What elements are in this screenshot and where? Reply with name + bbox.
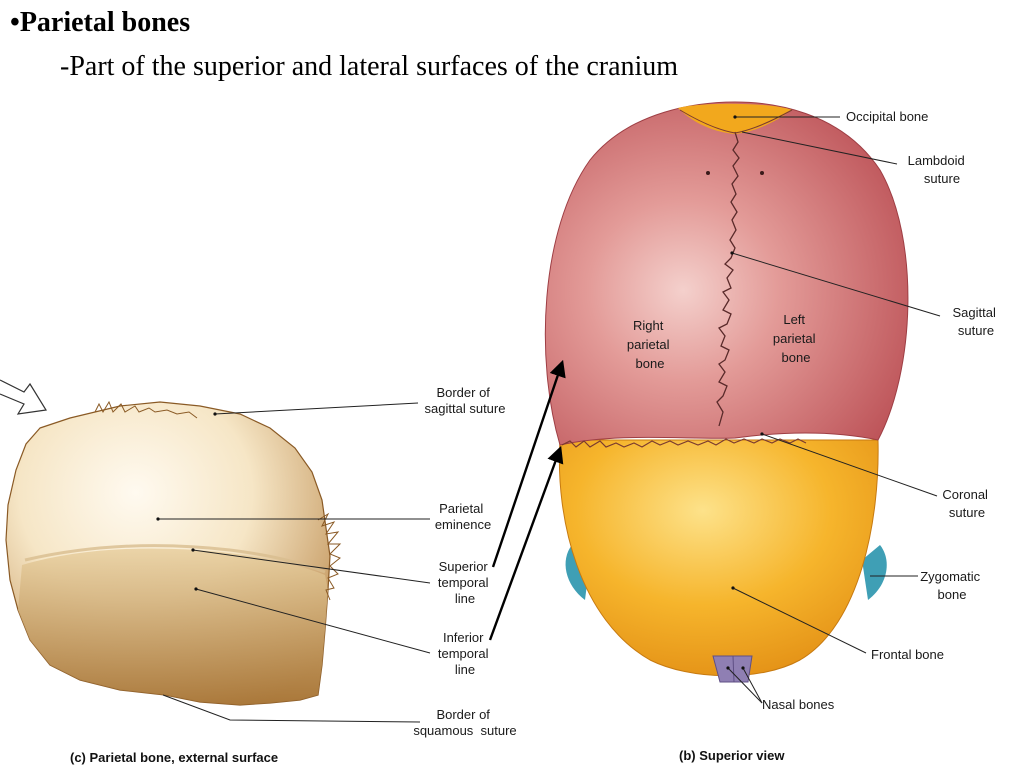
title-text: Parietal bones (19, 7, 191, 38)
leader-border-sagittal (214, 402, 419, 415)
left-figure-caption: (c) Parietal bone, external surface (70, 750, 278, 765)
parietal-foramen-right (760, 171, 764, 175)
label-coronal-line-1: Coronal (942, 487, 988, 502)
label-zygomatic-line-1: Zygomatic (920, 569, 980, 584)
leader-inferior-temporal (195, 588, 431, 654)
leader-dot-coronal (760, 432, 764, 436)
label-parietal-eminence-line-2: eminence (435, 517, 491, 532)
sagittal-suture-line (716, 131, 740, 427)
slide-title: •Parietal bones (10, 7, 191, 39)
leader-dot-sagittal (730, 251, 734, 255)
arrow-superior-temporal-line (491, 359, 566, 568)
label-border-sagittal-line-1: Border of (436, 385, 490, 400)
lambdoid-suture-line (679, 109, 793, 134)
suture-serration (317, 512, 342, 601)
label-inferior-temporal-line-2: temporal (438, 646, 489, 661)
label-superior-temporal-line-2: temporal (438, 575, 489, 590)
leader-dot-occipital (733, 115, 737, 119)
skull-illustration (544, 101, 909, 683)
label-sagittal-line-2: suture (958, 323, 994, 338)
label-lambdoid-suture: Lambdoid suture (908, 153, 969, 186)
label-coronal-line-2: suture (949, 505, 985, 520)
label-right-parietal-line-1: Right (633, 318, 664, 333)
coronal-suture-line (561, 438, 807, 448)
label-lambdoid-line-2: suture (924, 171, 960, 186)
label-sagittal-line-1: Sagittal (953, 305, 996, 320)
arrow-inferior-temporal-line (488, 445, 564, 641)
leader-dot-nasal-1 (726, 666, 730, 670)
nasal-bones-shape (712, 655, 753, 683)
leader-nasal-1 (727, 667, 763, 704)
curved-arrow-icon (0, 379, 47, 415)
leader-sagittal (731, 252, 941, 317)
label-border-sagittal: Border of sagittal suture (425, 385, 506, 416)
leader-dot-border-sagittal (213, 412, 217, 416)
zygomatic-bone-right-shape (862, 545, 887, 600)
leader-frontal (732, 587, 867, 654)
label-left-parietal-line-1: Left (783, 312, 805, 327)
leader-dot-nasal-2 (741, 666, 745, 670)
leader-dot-frontal (731, 586, 735, 590)
label-border-squamous-line-2: squamous suture (413, 723, 516, 738)
nasal-bones-divider (732, 655, 735, 683)
leader-lambdoid (741, 131, 898, 165)
label-superior-temporal-line-3: line (455, 591, 475, 606)
right-figure-caption: (b) Superior view (679, 748, 785, 763)
label-sagittal-suture: Sagittal suture (953, 305, 1000, 338)
leader-dot-parietal-eminence (156, 517, 160, 521)
label-coronal-suture: Coronal suture (942, 487, 991, 520)
temporal-line-ridge (24, 544, 326, 574)
label-superior-temporal-line-1: Superior (439, 559, 489, 574)
left-leader-lines (156, 402, 431, 723)
label-border-sagittal-line-2: sagittal suture (425, 401, 506, 416)
parietal-bones-shape (544, 101, 909, 446)
title-bullet: • (10, 7, 20, 38)
label-left-parietal-line-3: bone (782, 350, 811, 365)
label-border-squamous: Border of squamous suture (413, 707, 516, 738)
label-occipital-bone: Occipital bone (846, 109, 928, 124)
occipital-bone-shape (678, 103, 792, 134)
label-right-parietal-bone: Right parietal bone (627, 318, 673, 371)
label-superior-temporal: Superior temporal line (438, 559, 492, 606)
parietal-bone-illustration (5, 400, 342, 706)
label-inferior-temporal: Inferior temporal line (438, 630, 492, 677)
label-left-parietal-bone: Left parietal bone (773, 312, 819, 365)
leader-coronal (761, 433, 938, 497)
leader-border-squamous (162, 694, 421, 723)
leader-dot-inferior-temporal (194, 587, 198, 591)
label-right-parietal-line-3: bone (636, 356, 665, 371)
label-zygomatic-line-2: bone (938, 587, 967, 602)
frontal-bone-shape (558, 439, 879, 677)
leader-dot-superior-temporal (191, 548, 195, 552)
parietal-bone-lower-band (18, 548, 328, 705)
leader-nasal-2 (742, 667, 763, 704)
label-right-parietal-line-2: parietal (627, 337, 670, 352)
arrows (0, 359, 566, 641)
label-parietal-eminence: Parietal eminence (435, 501, 491, 532)
label-zygomatic-bone: Zygomatic bone (920, 569, 984, 602)
leader-superior-temporal (192, 549, 431, 584)
slide-subtitle: -Part of the superior and lateral surfac… (60, 51, 679, 82)
label-frontal-bone: Frontal bone (871, 647, 944, 662)
label-border-squamous-line-1: Border of (436, 707, 490, 722)
label-inferior-temporal-line-1: Inferior (443, 630, 484, 645)
label-nasal-bones: Nasal bones (762, 697, 835, 712)
parietal-foramen-left (706, 171, 710, 175)
label-parietal-eminence-line-1: Parietal (439, 501, 483, 516)
label-lambdoid-line-1: Lambdoid (908, 153, 965, 168)
right-leader-lines (726, 115, 941, 704)
label-inferior-temporal-line-3: line (455, 662, 475, 677)
suture-serration-top (94, 400, 198, 419)
label-left-parietal-line-2: parietal (773, 331, 816, 346)
